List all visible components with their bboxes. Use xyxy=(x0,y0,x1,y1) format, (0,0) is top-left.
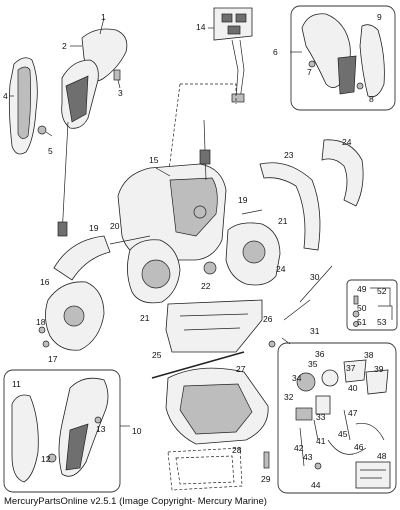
callout-13: 13 xyxy=(96,424,106,434)
guide-line xyxy=(180,83,237,104)
callout-33: 33 xyxy=(316,412,326,422)
callout-39: 39 xyxy=(374,364,384,374)
callout-2: 2 xyxy=(62,41,67,51)
callout-11: 11 xyxy=(12,379,21,389)
callout-21b: 21 xyxy=(140,313,150,323)
callout-8: 8 xyxy=(369,94,374,104)
callout-10: 10 xyxy=(132,426,142,436)
handle-assembly-inset-left xyxy=(11,377,109,483)
callout-24b: 24 xyxy=(276,264,286,274)
callout-43: 43 xyxy=(303,452,313,462)
callout-36: 36 xyxy=(315,349,325,359)
callout-25: 25 xyxy=(152,350,162,360)
callout-30: 30 xyxy=(310,272,320,282)
callout-20: 20 xyxy=(110,221,120,231)
callout-44: 44 xyxy=(311,480,321,490)
callout-35: 35 xyxy=(308,359,318,369)
callout-7: 7 xyxy=(307,67,312,77)
mounting-bracket xyxy=(165,299,276,353)
callout-46: 46 xyxy=(354,442,364,452)
callout-16: 16 xyxy=(40,277,50,287)
callout-19a: 19 xyxy=(89,223,99,233)
callout-27: 27 xyxy=(236,364,246,374)
callout-28: 28 xyxy=(232,445,242,455)
copyright-footer: MercuryPartsOnline v2.5.1 (Image Copyrig… xyxy=(4,496,267,507)
callout-5: 5 xyxy=(48,146,53,156)
callout-26: 26 xyxy=(263,314,273,324)
shafts-and-screws xyxy=(38,209,333,379)
callout-34: 34 xyxy=(292,373,302,383)
callout-4: 4 xyxy=(3,91,8,101)
callout-23: 23 xyxy=(284,150,294,160)
trim-switch-assembly xyxy=(213,7,253,103)
callout-49: 49 xyxy=(357,284,367,294)
handle-assembly-inset-right xyxy=(301,13,385,98)
callout-29: 29 xyxy=(261,474,271,484)
callout-24a: 24 xyxy=(342,137,352,147)
gasket xyxy=(167,447,270,491)
callout-15: 15 xyxy=(149,155,159,165)
side-shrouds xyxy=(45,139,364,351)
callout-50: 50 xyxy=(357,303,367,313)
inset-box-screws xyxy=(346,279,398,331)
callout-labels: 1 2 3 4 5 6 7 8 9 10 11 12 13 14 15 16 1… xyxy=(3,12,387,490)
leader-lines xyxy=(10,17,302,427)
callout-40: 40 xyxy=(348,383,358,393)
callout-3: 3 xyxy=(118,88,123,98)
base-plate xyxy=(165,367,269,445)
callout-52: 52 xyxy=(377,286,387,296)
callout-51: 51 xyxy=(357,317,367,327)
callout-48: 48 xyxy=(377,451,387,461)
callout-1: 1 xyxy=(101,12,106,22)
control-housing xyxy=(117,119,281,304)
callout-19b: 19 xyxy=(238,195,248,205)
handle-assembly-top-left xyxy=(8,28,128,237)
callout-47: 47 xyxy=(348,408,358,418)
callout-9: 9 xyxy=(377,12,382,22)
callout-31: 31 xyxy=(310,326,320,336)
callout-6: 6 xyxy=(273,47,278,57)
callout-38: 38 xyxy=(364,350,374,360)
callout-53: 53 xyxy=(377,317,387,327)
callout-32: 32 xyxy=(284,392,294,402)
callout-45: 45 xyxy=(338,429,348,439)
callout-17: 17 xyxy=(48,354,58,364)
callout-22: 22 xyxy=(201,281,211,291)
callout-41: 41 xyxy=(316,436,326,446)
guide-line xyxy=(167,83,181,179)
callout-14: 14 xyxy=(196,22,206,32)
callout-42: 42 xyxy=(294,443,304,453)
callout-37: 37 xyxy=(346,363,356,373)
callout-12: 12 xyxy=(41,454,51,464)
screw-set xyxy=(352,287,393,327)
hardware-kit xyxy=(295,359,391,489)
callout-21a: 21 xyxy=(278,216,288,226)
callout-18: 18 xyxy=(36,317,46,327)
